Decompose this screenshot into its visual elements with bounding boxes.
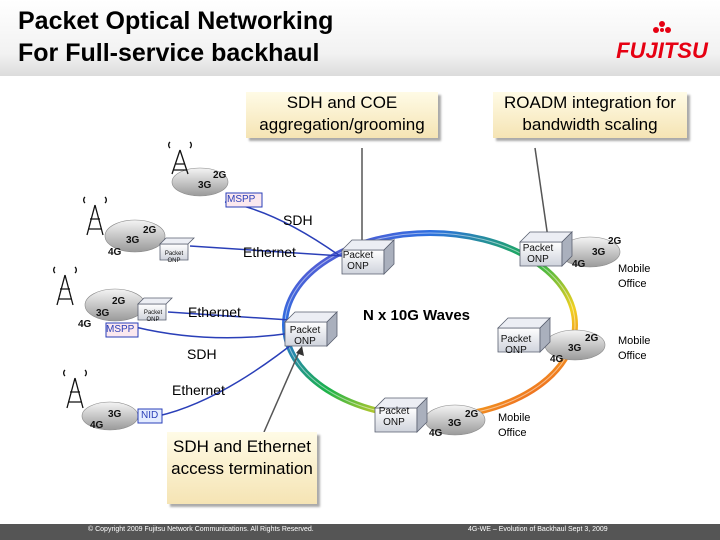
3g-badge: 3G (96, 308, 110, 319)
callout-access-termination: SDH and Ethernet access termination (167, 432, 317, 504)
2g-badge: 2G (143, 225, 157, 236)
footer-copyright: © Copyright 2009 Fujitsu Network Communi… (88, 526, 314, 533)
network-diagram (53, 141, 621, 436)
3g-badge: 3G (592, 247, 606, 258)
fujitsu-logo: FUJITSU (616, 21, 709, 63)
2g-badge: 2G (585, 333, 599, 344)
ethernet-label: Ethernet (172, 382, 225, 398)
packet-onp-label: Packet ONP (500, 334, 532, 356)
3g-badge: 3G (568, 343, 582, 354)
callout-roadm: ROADM integration for bandwidth scaling (493, 92, 687, 138)
sdh-label: SDH (187, 346, 217, 362)
3g-badge: 3G (126, 235, 140, 246)
packet-onp-label: Packet ONP (289, 325, 321, 347)
packet-onp-label: Packet ONP (164, 251, 184, 264)
3g-badge: 3G (198, 180, 212, 191)
nid-label: NID (141, 410, 159, 421)
2g-badge: 2G (465, 409, 479, 420)
4g-badge: 4G (429, 428, 443, 439)
mobile-office-label: Mobile Office (498, 412, 531, 439)
packet-onp-label: Packet ONP (378, 406, 410, 428)
svg-text:FUJITSU: FUJITSU (616, 38, 709, 63)
4g-badge: 4G (78, 319, 92, 330)
title-bar (0, 0, 720, 76)
packet-onp-label: Packet ONP (143, 310, 163, 323)
mobile-office-label: Mobile Office (618, 263, 651, 290)
mspp-label: MSPP (106, 324, 135, 335)
2g-badge: 2G (213, 170, 227, 181)
2g-badge: 2G (112, 296, 126, 307)
4g-badge: 4G (572, 259, 586, 270)
4g-badge: 4G (90, 420, 104, 431)
title-line-2: For Full-service backhaul (18, 39, 320, 67)
2g-badge: 2G (608, 236, 622, 247)
waves-label: N x 10G Waves (363, 307, 470, 324)
3g-badge: 3G (108, 409, 122, 420)
ethernet-label: Ethernet (188, 304, 241, 320)
packet-onp-label: Packet ONP (522, 243, 554, 265)
3g-badge: 3G (448, 418, 462, 429)
ethernet-label: Ethernet (243, 244, 296, 260)
packet-onp-label: Packet ONP (342, 250, 374, 272)
footer-bar (0, 524, 720, 540)
mobile-office-label: Mobile Office (618, 335, 651, 362)
footer-event: 4G-WE – Evolution of Backhaul Sept 3, 20… (468, 526, 608, 533)
title-line-1: Packet Optical Networking (18, 7, 334, 35)
4g-badge: 4G (550, 354, 564, 365)
sdh-label: SDH (283, 212, 313, 228)
mspp-label: MSPP (227, 194, 256, 205)
callout-sdh-coe: SDH and COE aggregation/grooming (246, 92, 438, 138)
4g-badge: 4G (108, 247, 122, 258)
